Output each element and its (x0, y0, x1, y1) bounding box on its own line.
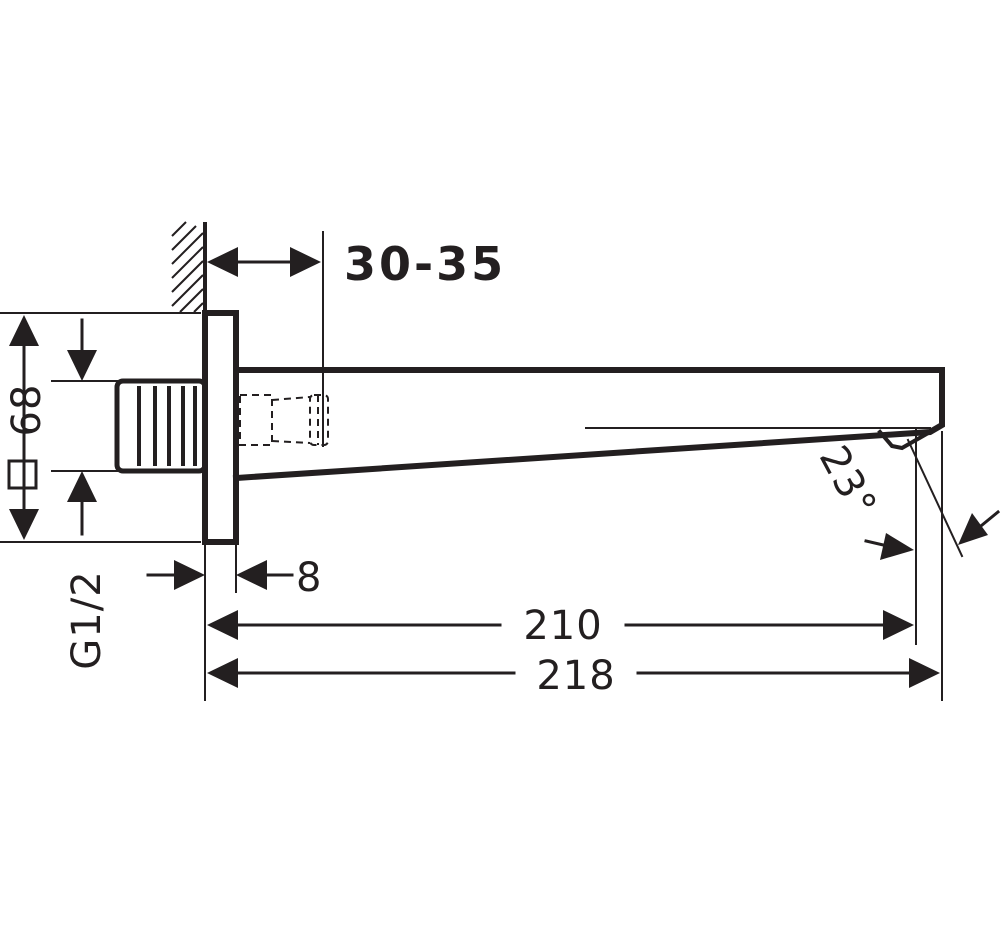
dimension-angle: 23° (810, 438, 1000, 560)
wall (171, 221, 207, 318)
threaded-connector (114, 378, 208, 474)
dimension-depth: 30-35 (207, 231, 506, 447)
flange-plate (202, 310, 239, 545)
dimension-flange-thickness: 8 (146, 544, 322, 701)
angle-label: 23° (810, 438, 885, 525)
dimension-square-size: 68 (0, 312, 201, 543)
thread-label: G1/2 (64, 570, 110, 669)
square-symbol-icon (7, 459, 38, 490)
dimension-overall-length: 218 (207, 431, 943, 701)
overall-length-label: 218 (536, 653, 615, 699)
dimension-reach: 210 (207, 427, 917, 649)
square-size-label: 68 (4, 384, 50, 437)
depth-range-label: 30-35 (344, 237, 506, 291)
dimension-thread: G1/2 (51, 318, 118, 670)
reach-label: 210 (523, 603, 602, 649)
hidden-mounting-sleeve (239, 394, 329, 446)
flange-thickness-label: 8 (296, 555, 322, 601)
